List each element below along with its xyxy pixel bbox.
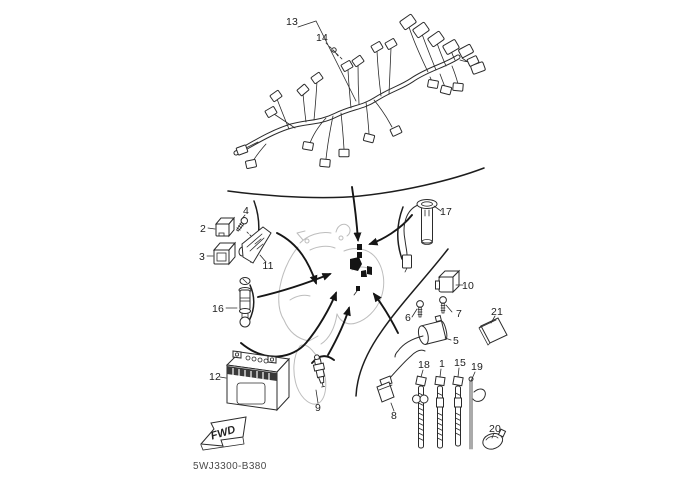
- part-clamp-20: [482, 428, 507, 450]
- part-bracket-11: [238, 226, 272, 264]
- part-spark-plug-9: [312, 354, 326, 388]
- callout-label-17: 17: [439, 205, 453, 218]
- callout-label-9: 9: [314, 401, 322, 414]
- fwd-arrow: FWD: [199, 416, 247, 451]
- leader-arrows: [240, 186, 449, 397]
- part-relay-2: [214, 216, 236, 238]
- part-relay-10: [435, 269, 461, 294]
- drawing-code: 5WJ3300-B380: [193, 461, 267, 472]
- callout-label-21: 21: [490, 305, 504, 318]
- callout-label-14: 14: [315, 31, 329, 44]
- part-plug-cap-8: [376, 349, 426, 403]
- part-screw-4: [236, 217, 248, 232]
- part-screw-6: [416, 300, 424, 318]
- callout-label-12: 12: [208, 370, 222, 383]
- part-horn-5: [394, 314, 448, 358]
- part-cable-tie-15: [452, 375, 464, 447]
- part-screw-7: [439, 296, 447, 314]
- callout-label-11: 11: [262, 259, 274, 272]
- callout-label-8: 8: [390, 409, 398, 422]
- callout-label-1: 1: [438, 357, 446, 370]
- callout-label-7: 7: [455, 307, 463, 320]
- connector-cluster-blobs: [350, 244, 372, 296]
- part-relay-3: [212, 241, 237, 266]
- callout-label-3: 3: [198, 250, 206, 263]
- callout-label-10: 10: [461, 279, 475, 292]
- part-cable-tie-1: [434, 375, 446, 449]
- part-sender-17: [402, 199, 438, 273]
- part-pad-21: [478, 317, 508, 346]
- part-battery-12: [225, 350, 291, 412]
- callout-label-13: 13: [285, 15, 299, 28]
- callout-label-6: 6: [404, 311, 412, 324]
- callout-label-2: 2: [199, 222, 207, 235]
- harness-bubble-arc: [227, 167, 485, 199]
- scooter-outline: [278, 223, 385, 405]
- callout-label-19: 19: [470, 360, 484, 373]
- wiring-harness-drawing: [233, 13, 486, 170]
- callout-label-20: 20: [488, 422, 502, 435]
- part-cable-tie-18: [412, 375, 429, 449]
- part-tie-19: [468, 376, 486, 450]
- harness-connectors: [235, 13, 486, 170]
- callout-label-4: 4: [242, 204, 250, 217]
- part-device-16: [238, 277, 252, 328]
- callout-label-5: 5: [452, 334, 460, 347]
- callout-label-16: 16: [211, 302, 225, 315]
- callout-leaders: [206, 20, 496, 439]
- callout-label-18: 18: [417, 358, 431, 371]
- callout-label-15: 15: [453, 356, 467, 369]
